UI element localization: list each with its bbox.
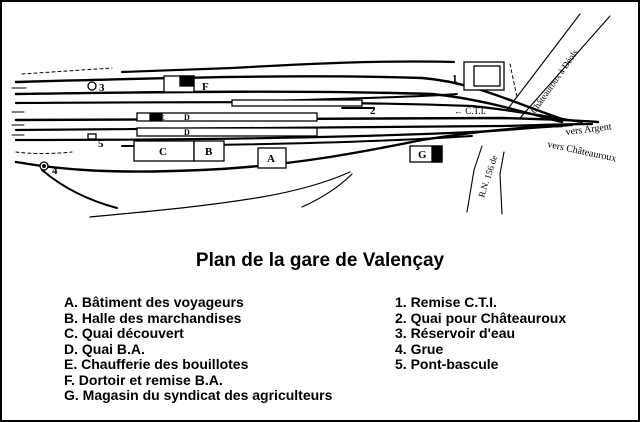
track-end-ticks — [11, 87, 27, 136]
track-main-1 — [14, 75, 564, 121]
legend-buildings: A. Bâtiment des voyageurs B. Halle des m… — [64, 294, 333, 404]
building-label-g: G — [418, 149, 427, 161]
dashed-line-west — [15, 151, 73, 154]
track-south-curve — [14, 124, 564, 173]
water-tank-symbol — [87, 81, 97, 91]
building-g-shadow — [431, 145, 443, 163]
legend-item-e: E. Chaufferie des bouillotes — [64, 356, 249, 372]
terrain-line — [89, 171, 351, 218]
building-label-f: F — [202, 81, 209, 93]
legend-item-c: C. Quai découvert — [64, 325, 184, 341]
legend-item-d: D. Quai B.A. — [64, 340, 145, 357]
platform-d-upper — [136, 112, 318, 122]
building-label-d-upper: D — [184, 113, 190, 122]
remise-cti-inner — [473, 65, 501, 87]
building-label-e: E — [160, 114, 165, 122]
platform-2 — [231, 99, 363, 107]
building-label-b: B — [205, 146, 213, 158]
road-deols-edge-2 — [519, 15, 611, 119]
marker-4: 4 — [52, 165, 58, 177]
road-deols-edge-1 — [506, 13, 581, 111]
building-b — [193, 140, 225, 162]
terrain-line-2 — [301, 173, 353, 208]
legend-item-4: 4. Grue — [395, 340, 444, 357]
building-label-d-lower: D — [184, 128, 190, 137]
track-main-2 — [14, 90, 564, 124]
label-vers-chateauroux: vers Châteauroux — [546, 139, 617, 164]
marker-1: 1 — [452, 73, 458, 85]
marker-3: 3 — [99, 82, 105, 94]
dashed-line-north — [21, 67, 113, 75]
marker-5: 5 — [98, 138, 104, 150]
legend-item-5: 5. Pont-bascule — [395, 356, 499, 372]
label-cti: ← C.T.I. — [454, 106, 486, 116]
label-road-rn156: R.N. 156 de — [476, 154, 499, 198]
building-label-a: A — [267, 153, 275, 165]
building-a — [257, 147, 287, 169]
legend-item-2: 2. Quai pour Châteauroux — [395, 309, 567, 326]
dashed-line-east — [509, 63, 518, 98]
plan-title: Plan de la gare de Valençay — [195, 250, 445, 271]
road-rn156-edge-2 — [499, 151, 505, 215]
building-label-c: C — [159, 146, 167, 158]
road-rn156-edge-1 — [466, 145, 483, 213]
platform-d-lower — [136, 127, 318, 137]
crane-center — [42, 164, 46, 168]
marker-2: 2 — [370, 105, 376, 117]
track-siding-north — [120, 60, 456, 74]
legend-features: 1. Remise C.T.I. 2. Quai pour Châteaurou… — [395, 294, 567, 373]
legend-item-a: A. Bâtiment des voyageurs — [64, 294, 244, 310]
building-f-annex — [179, 75, 195, 87]
legend-item-1: 1. Remise C.T.I. — [395, 294, 497, 310]
track-plan: F C B A G D D E 1 2 3 4 5 ← C.T.I. vers … — [11, 13, 617, 218]
legend-item-b: B. Halle des marchandises — [64, 309, 242, 326]
building-e — [149, 113, 163, 121]
track-southwest-branch — [41, 169, 118, 209]
legend-item-3: 3. Réservoir d'eau — [395, 325, 516, 341]
label-road-deols: Châteauroux à Déols — [528, 47, 580, 115]
pont-bascule — [87, 133, 97, 140]
legend-item-g: G. Magasin du syndicat des agriculteurs — [64, 387, 333, 403]
track-upper-a — [14, 101, 584, 124]
legend-item-f: F. Dortoir et remise B.A. — [64, 371, 223, 388]
